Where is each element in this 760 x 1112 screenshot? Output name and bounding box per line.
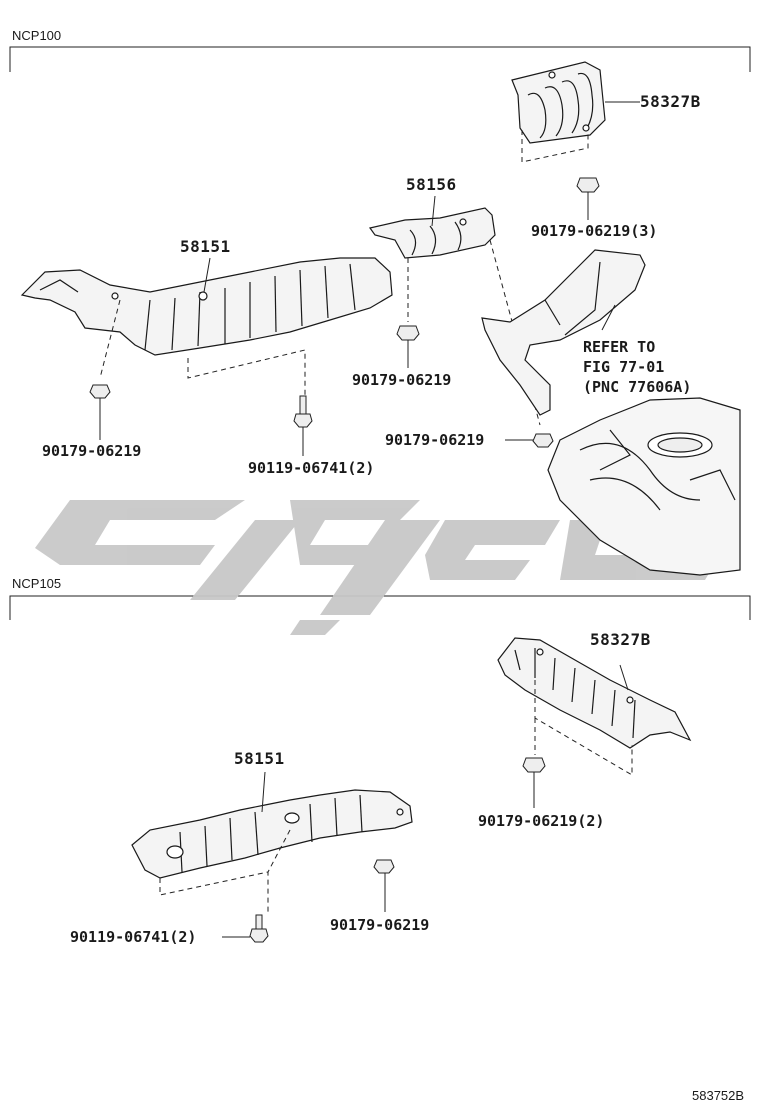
- heat-shield-58327b-bottom: [497, 637, 692, 749]
- guide-lines-58151-bottom: [159, 829, 291, 912]
- heat-shield-58151-top: [20, 257, 393, 356]
- part-label-58151-top[interactable]: 58151: [180, 237, 231, 256]
- part-label-58151-bottom[interactable]: 58151: [234, 749, 285, 768]
- bracket-part: [481, 249, 646, 416]
- section-title-ncp105: NCP105: [12, 576, 62, 591]
- bolt-icon: [249, 914, 269, 943]
- part-label-58156[interactable]: 58156: [406, 175, 457, 194]
- nut-icon: [89, 384, 111, 399]
- refer-note-line-3: (PNC 77606A): [583, 378, 692, 396]
- guide-lines-top-58327b: [521, 130, 589, 163]
- part-label-nut-58327b-bottom[interactable]: 90179-06219(2): [478, 812, 605, 830]
- nut-icon: [576, 177, 600, 193]
- part-label-nut-tank[interactable]: 90179-06219: [385, 431, 485, 449]
- part-label-nut-58151-bottom[interactable]: 90179-06219: [330, 916, 430, 934]
- section-title-ncp100: NCP100: [12, 28, 62, 43]
- part-label-nut-58327b-top[interactable]: 90179-06219(3): [531, 222, 658, 240]
- refer-note-line-1: REFER TO: [583, 338, 656, 356]
- guide-lines-58156: [407, 239, 541, 426]
- nut-icon: [522, 757, 546, 773]
- nut-icon: [532, 433, 554, 448]
- fuel-tank: [547, 397, 741, 576]
- bolt-icon: [293, 395, 313, 428]
- guide-lines-58327b-bottom: [534, 680, 633, 776]
- part-label-nut-58156[interactable]: 90179-06219: [352, 371, 452, 389]
- part-label-nut-58151-top[interactable]: 90179-06219: [42, 442, 142, 460]
- heat-shield-58151-bottom: [131, 789, 413, 879]
- part-label-58327b-top[interactable]: 58327B: [640, 92, 701, 111]
- heat-shield-58156: [368, 207, 496, 259]
- part-label-58327b-bottom[interactable]: 58327B: [590, 630, 651, 649]
- section-frame-top: [9, 46, 751, 72]
- part-label-bolt-58151-bottom[interactable]: 90119-06741(2): [70, 928, 197, 946]
- nut-icon: [373, 859, 395, 874]
- refer-note-line-2: FIG 77-01: [583, 358, 665, 376]
- refer-note[interactable]: REFER TO FIG 77-01 (PNC 77606A): [583, 337, 691, 397]
- figure-id: 583752B: [692, 1088, 745, 1103]
- heat-shield-58327b-top: [511, 61, 606, 144]
- guide-lines-58151-top: [99, 299, 306, 395]
- nut-icon: [396, 325, 420, 341]
- part-label-bolt-58151-top[interactable]: 90119-06741(2): [248, 459, 375, 477]
